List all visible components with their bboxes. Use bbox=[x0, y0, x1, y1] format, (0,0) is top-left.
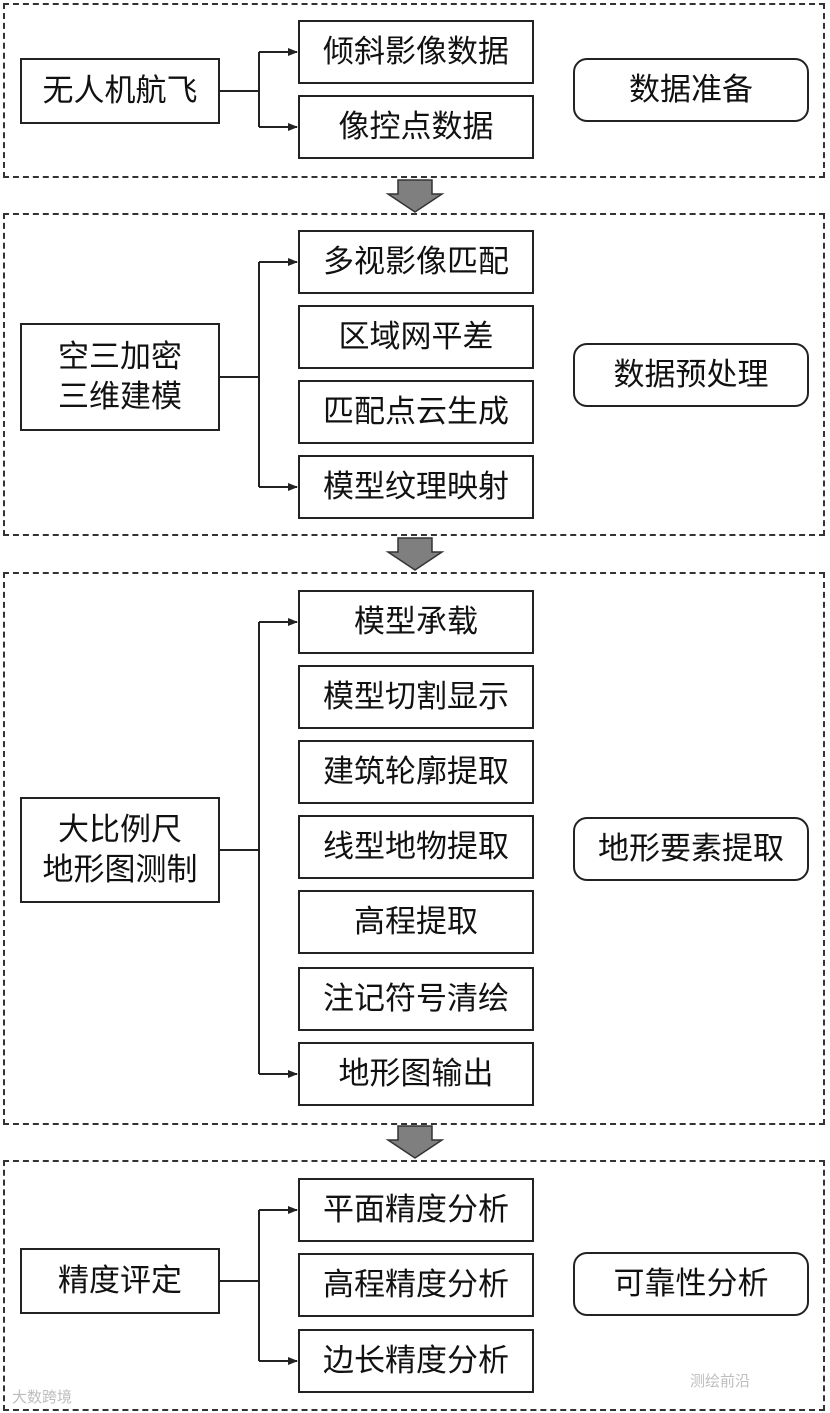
process-step-box: 建筑轮廓提取 bbox=[298, 740, 534, 804]
process-step-box: 平面精度分析 bbox=[298, 1178, 534, 1242]
process-step-box: 模型承载 bbox=[298, 590, 534, 654]
process-step-box: 地形图输出 bbox=[298, 1042, 534, 1106]
process-step-box: 区域网平差 bbox=[298, 305, 534, 369]
watermark-right: 测绘前沿 bbox=[690, 1372, 751, 1390]
process-step-box: 模型纹理映射 bbox=[298, 455, 534, 519]
source-box: 无人机航飞 bbox=[20, 58, 220, 124]
process-step-box: 边长精度分析 bbox=[298, 1329, 534, 1393]
stage-label-box: 数据预处理 bbox=[573, 343, 809, 407]
source-box: 大比例尺 地形图测制 bbox=[20, 797, 220, 903]
process-step-box: 像控点数据 bbox=[298, 95, 534, 159]
process-step-box: 多视影像匹配 bbox=[298, 230, 534, 294]
source-box: 精度评定 bbox=[20, 1248, 220, 1314]
process-step-box: 匹配点云生成 bbox=[298, 380, 534, 444]
source-box: 空三加密 三维建模 bbox=[20, 323, 220, 431]
process-step-box: 模型切割显示 bbox=[298, 665, 534, 729]
section-data-preprocessing bbox=[3, 213, 825, 536]
stage-label-box: 数据准备 bbox=[573, 58, 809, 122]
section-terrain-extraction bbox=[3, 572, 825, 1125]
watermark-left: 大数跨境 bbox=[12, 1388, 73, 1406]
stage-label-box: 可靠性分析 bbox=[573, 1252, 809, 1316]
process-step-box: 倾斜影像数据 bbox=[298, 20, 534, 84]
process-step-box: 高程提取 bbox=[298, 890, 534, 954]
section-data-preparation bbox=[3, 3, 825, 178]
section-reliability-analysis bbox=[3, 1160, 825, 1411]
process-step-box: 线型地物提取 bbox=[298, 815, 534, 879]
process-step-box: 高程精度分析 bbox=[298, 1253, 534, 1317]
flow-down-arrow bbox=[385, 179, 445, 213]
flow-down-arrow bbox=[385, 537, 445, 571]
flow-down-arrow bbox=[385, 1125, 445, 1159]
stage-label-box: 地形要素提取 bbox=[573, 817, 809, 881]
process-step-box: 注记符号清绘 bbox=[298, 967, 534, 1031]
